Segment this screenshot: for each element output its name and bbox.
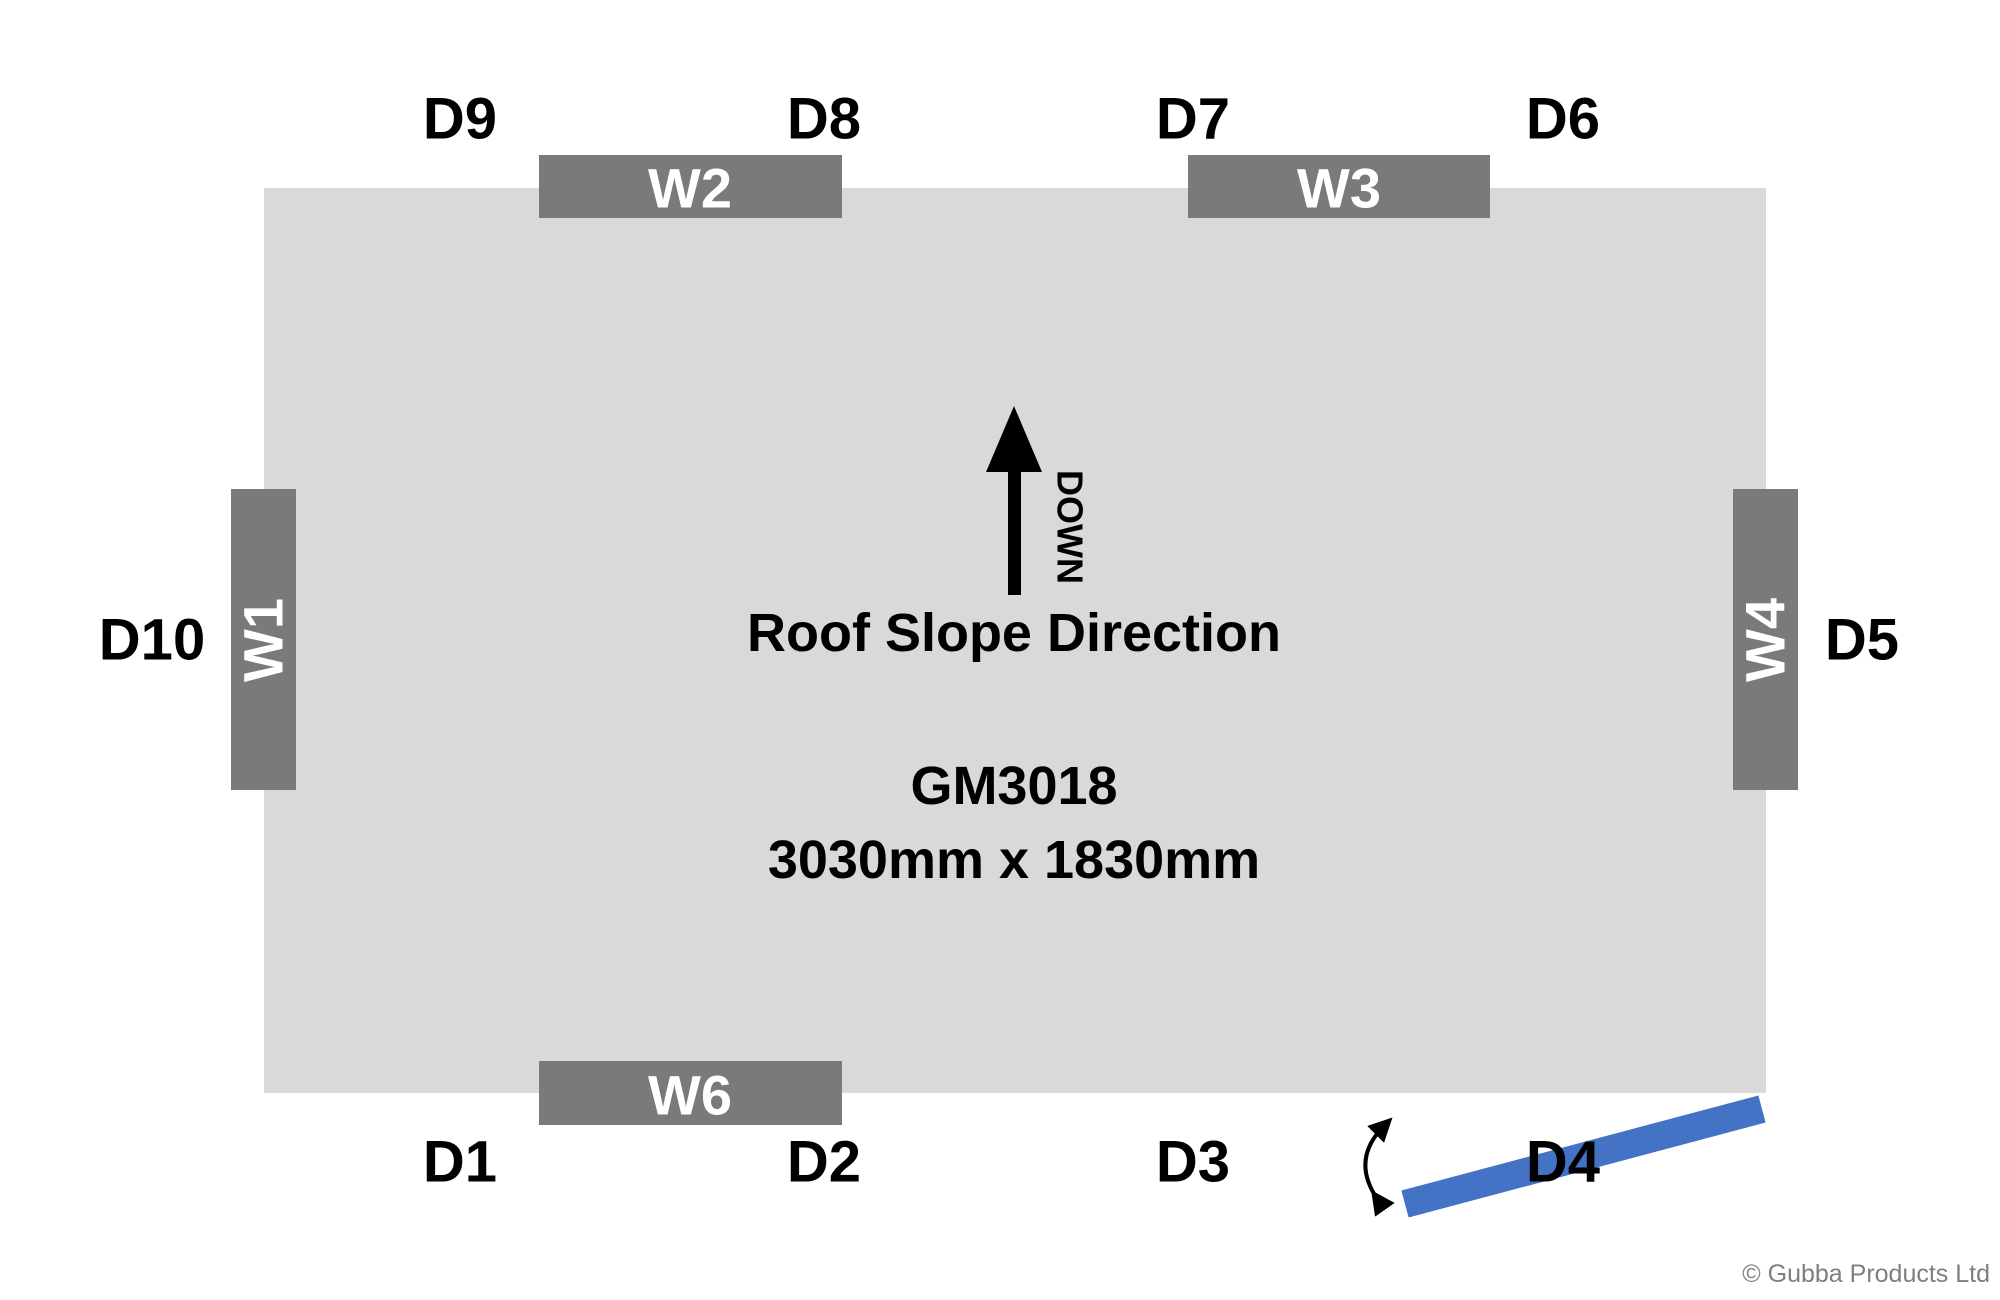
roof-slope-down-label: DOWN [1050, 470, 1091, 584]
window-label: W4 [1734, 598, 1797, 682]
copyright-notice: © Gubba Products Ltd [1742, 1260, 1990, 1288]
model-dimensions: 3030mm x 1830mm [768, 830, 1260, 890]
door-position-d6: D6 [1526, 87, 1600, 152]
window-w1: W1 [231, 489, 296, 790]
roof-slope-label: Roof Slope Direction [747, 603, 1281, 663]
door-position-d3: D3 [1156, 1130, 1230, 1195]
door-position-d1: D1 [423, 1130, 497, 1195]
door-position-d8: D8 [787, 87, 861, 152]
door-swing-arrow-icon [1363, 1117, 1395, 1217]
roof-slope-arrow-icon [986, 406, 1042, 595]
window-w4: W4 [1733, 489, 1798, 790]
door-position-d2: D2 [787, 1130, 861, 1195]
door-position-d5: D5 [1825, 608, 1899, 673]
door-position-d9: D9 [423, 87, 497, 152]
door-position-d7: D7 [1156, 87, 1230, 152]
window-label: W3 [1297, 157, 1381, 220]
window-w2: W2 [539, 155, 842, 220]
door-d4 [1401, 1095, 1766, 1218]
model-name: GM3018 [910, 756, 1117, 816]
window-w6: W6 [539, 1061, 842, 1127]
door-position-d10: D10 [99, 608, 205, 673]
window-w3: W3 [1188, 155, 1490, 220]
window-label: W1 [232, 598, 295, 682]
floor-area [264, 188, 1766, 1093]
window-label: W6 [648, 1064, 732, 1127]
door-position-d4: D4 [1526, 1130, 1600, 1195]
window-label: W2 [648, 157, 732, 220]
